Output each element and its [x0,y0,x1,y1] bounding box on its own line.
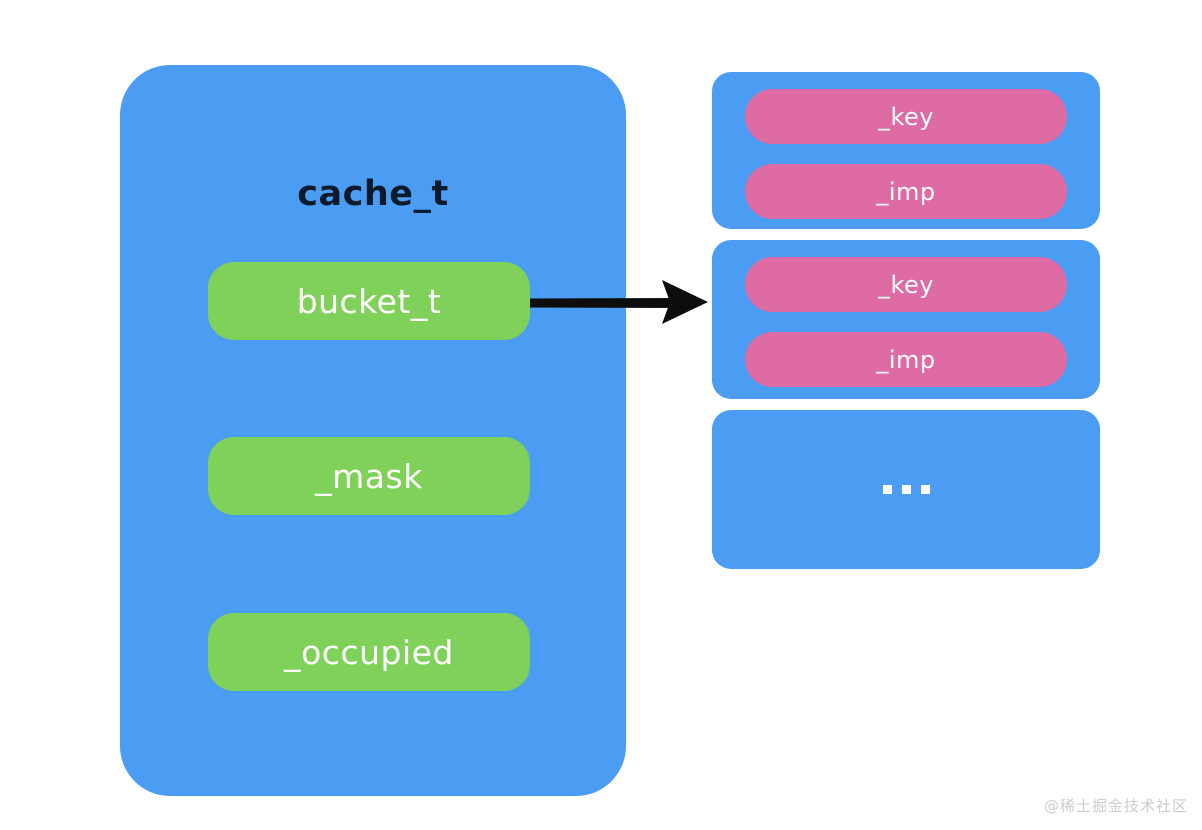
field-mask: _mask [208,437,530,515]
ellipsis-dot [901,485,911,494]
field-occupied: _occupied [208,613,530,691]
bucket-1-slot-key-label: _key [877,102,934,131]
bucket-1-slot-imp: _imp [745,164,1067,219]
cache-t-title: cache_t [297,174,449,214]
bucket-2-slot-imp: _imp [745,332,1067,387]
bucket-2-slot-key: _key [745,257,1067,312]
arrow-right-icon [529,280,708,324]
bucket-box-1: _key _imp [712,72,1100,229]
field-occupied-label: _occupied [284,632,454,672]
cache-t-container: cache_t bucket_t _mask _occupied [120,65,626,796]
ellipsis-icon [712,410,1100,569]
bucket-box-2: _key _imp [712,240,1100,399]
field-mask-label: _mask [315,456,423,496]
field-bucket-t-label: bucket_t [296,281,442,321]
bucket-1-slot-imp-label: _imp [876,177,936,206]
ellipsis-dot [920,485,930,494]
bucket-1-slot-key: _key [745,89,1067,144]
bucket-2-slot-imp-label: _imp [876,345,936,374]
field-bucket-t: bucket_t [208,262,530,340]
ellipsis-dot [882,485,892,494]
bucket-box-3 [712,410,1100,569]
bucket-2-slot-key-label: _key [877,270,934,299]
watermark: @稀土掘金技术社区 [1043,797,1188,815]
